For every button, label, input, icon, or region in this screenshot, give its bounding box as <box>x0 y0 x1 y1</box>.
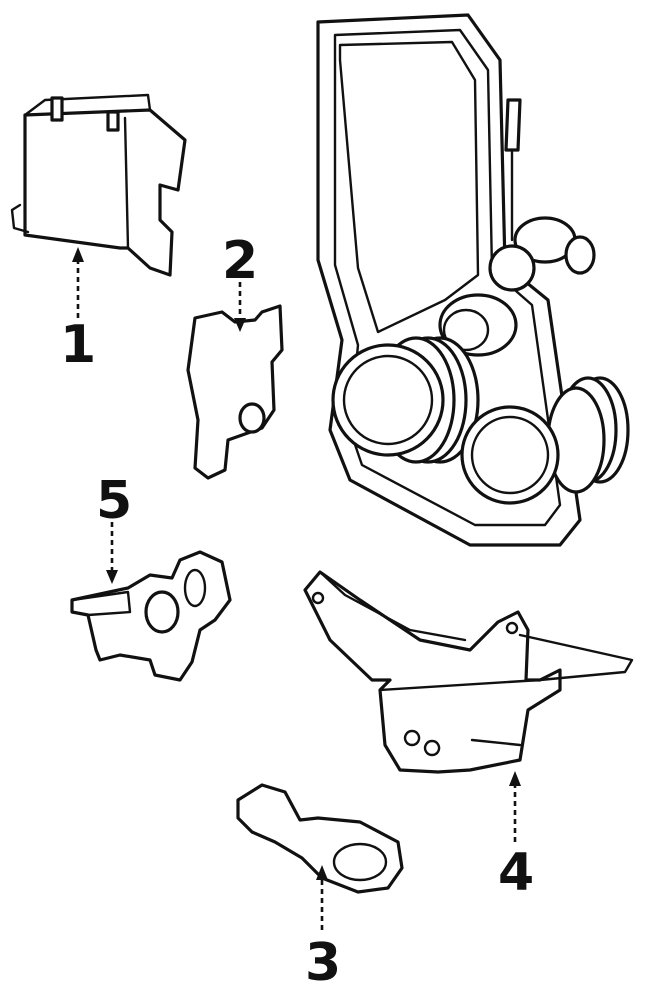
arrow-1-icon <box>72 247 84 262</box>
part-4-mount-cradle <box>303 570 634 774</box>
callout-2: 2 <box>222 231 258 291</box>
callouts: 1 2 3 4 5 <box>60 231 534 993</box>
callout-5: 5 <box>96 471 132 531</box>
callout-3: 3 <box>305 933 341 993</box>
arrow-3-icon <box>316 865 328 880</box>
arrow-5-icon <box>106 570 118 584</box>
callout-4: 4 <box>498 843 534 903</box>
part-5-mount <box>70 550 232 682</box>
arrow-2-icon <box>234 318 246 332</box>
part-3-strut <box>236 783 404 894</box>
part-2-plate <box>186 304 284 480</box>
leader-lines <box>72 247 521 930</box>
arrow-4-icon <box>509 771 521 786</box>
engine-belt-assembly <box>316 13 630 547</box>
callout-1: 1 <box>60 315 96 375</box>
part-1-bracket <box>10 93 187 277</box>
